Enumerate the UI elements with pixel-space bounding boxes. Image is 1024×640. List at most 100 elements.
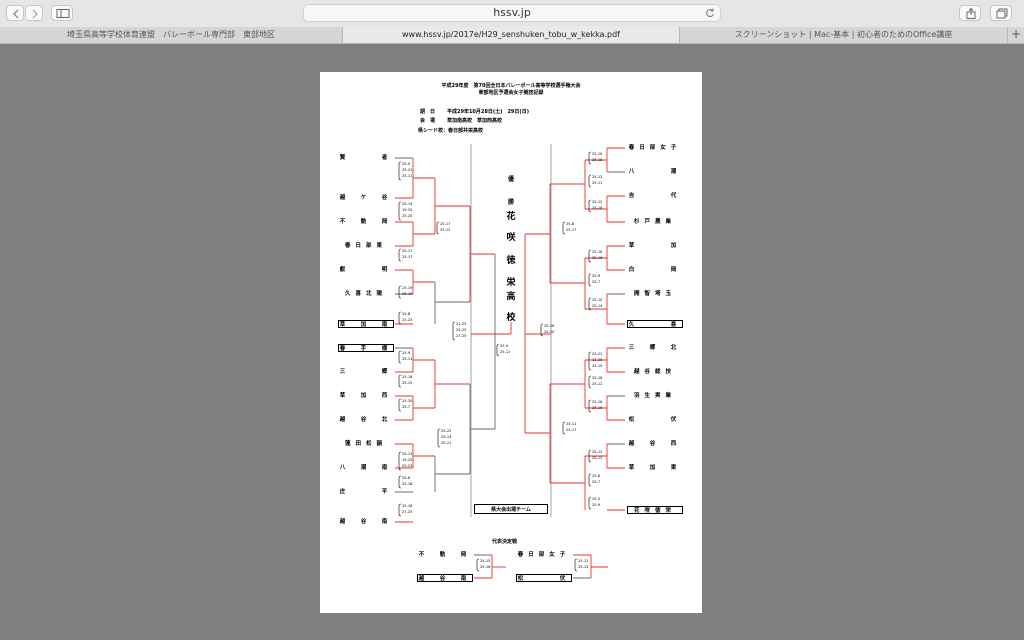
set-score: 27-25 <box>402 510 413 514</box>
set-score: 27-25 <box>456 334 467 338</box>
set-score: 25-17 <box>440 222 451 226</box>
champion-char: 栄 <box>506 278 516 288</box>
set-score: 25-23 <box>402 318 413 322</box>
score-brace <box>452 321 456 341</box>
set-score: 25-13 <box>578 565 589 569</box>
playoff-team: 松 伏 <box>516 574 572 582</box>
set-score: 25-16 <box>402 504 413 508</box>
set-score: 25-11 <box>500 350 511 354</box>
set-score: 25-12 <box>592 200 603 204</box>
browser-toolbar: hssv.jp <box>0 0 1024 28</box>
left-team-name: 蓮田松韻 <box>344 441 387 447</box>
set-score: 25-9 <box>592 503 601 507</box>
doc-subtitle: 東部地区予選会女子競技記録 <box>478 90 544 96</box>
set-score: 25-11 <box>566 422 577 426</box>
score-brace <box>398 503 402 517</box>
set-score: 25-18 <box>592 206 603 210</box>
set-score: 25-16 <box>592 250 603 254</box>
right-team-name: 羽生実業 <box>633 393 676 399</box>
right-team-name: 久 喜 <box>627 320 683 328</box>
new-tab-button[interactable]: + <box>1010 27 1022 41</box>
set-score: 25-16 <box>480 565 491 569</box>
address-bar[interactable]: hssv.jp <box>303 4 721 22</box>
set-score: 25-21 <box>402 168 413 172</box>
reload-icon[interactable] <box>704 7 716 19</box>
set-score: 25-18 <box>592 158 603 162</box>
score-brace <box>588 199 592 213</box>
set-score: 25-19 <box>402 286 413 290</box>
sidebar-icon <box>56 9 70 18</box>
score-brace <box>398 398 402 412</box>
right-team-name: 杉戸農業 <box>633 219 676 225</box>
tab-office-course[interactable]: スクリーンショット | Mac-基本 | 初心者のためのOffice講座 <box>680 27 1008 43</box>
right-team-name: 八 潮 <box>628 169 682 175</box>
set-score: 25-12 <box>592 450 603 454</box>
pdf-page: 平成29年度 第70回全日本バレーボール高等学校選手権大会 東部地区予選会女子競… <box>320 72 702 613</box>
score-brace <box>588 151 592 165</box>
score-brace <box>496 343 500 357</box>
score-brace <box>562 421 566 435</box>
champion-char: 高 <box>506 292 516 302</box>
right-team-name: 春日部女子 <box>628 145 682 151</box>
set-score: 25-16 <box>592 400 603 404</box>
left-team-name: 庄 平 <box>339 489 393 495</box>
score-brace <box>398 201 402 221</box>
tab-pdf-active[interactable]: www.hssv.jp/2017e/H29_senshuken_tobu_w_k… <box>343 27 680 43</box>
playoff-team: 春日部女子 <box>517 552 571 558</box>
set-score: 25-7 <box>402 405 411 409</box>
set-score: 25-12 <box>592 456 603 460</box>
set-score: 25-11 <box>402 174 413 178</box>
share-button[interactable] <box>959 5 981 21</box>
score-brace <box>398 350 402 364</box>
champion-char: 徳 <box>506 256 516 266</box>
score-brace <box>398 161 402 181</box>
set-score: 25-6 <box>592 474 601 478</box>
score-brace <box>476 558 480 572</box>
qualifier-label: 県大会出場チーム <box>474 504 548 514</box>
set-score: 25-11 <box>402 357 413 361</box>
tab-hssv-home[interactable]: 埼玉県高等学校体育連盟 バレーボール専門部 東部地区 <box>0 27 343 43</box>
right-team-name: 草 加 <box>628 243 682 249</box>
set-score: 25-18 <box>402 482 413 486</box>
left-team-name: 越 谷 南 <box>339 519 393 525</box>
doc-title: 平成29年度 第70回全日本バレーボール高等学校選手権大会 <box>441 83 581 89</box>
champion-label-1: 優 <box>507 176 514 183</box>
back-button[interactable] <box>6 5 24 21</box>
score-brace <box>588 297 592 311</box>
left-team-name: 叡 明 <box>339 267 393 273</box>
set-score: 25-8 <box>402 312 411 316</box>
score-brace <box>588 249 592 263</box>
score-brace <box>588 375 592 389</box>
set-score: 25-14 <box>592 304 603 308</box>
score-brace <box>398 285 402 299</box>
set-score: 25-9 <box>402 351 411 355</box>
set-score: 25-12 <box>440 228 451 232</box>
set-score: 25-22 <box>456 328 467 332</box>
date-value: 平成29年10月28日(土) 29日(日) <box>447 109 529 115</box>
champion-char: 校 <box>506 313 516 323</box>
set-score: 25-18 <box>402 375 413 379</box>
champion-label-2: 勝 <box>507 199 514 206</box>
right-team-name: 白 岡 <box>628 267 682 273</box>
sidebar-button[interactable] <box>51 5 73 21</box>
left-team-name: 草 加 南 <box>338 320 394 328</box>
tabs-overview-button[interactable] <box>990 5 1012 21</box>
right-team-name: 越 谷 西 <box>628 441 682 447</box>
score-brace <box>398 248 402 262</box>
set-score: 25-21 <box>441 441 452 445</box>
set-score: 25-17 <box>402 255 413 259</box>
score-brace <box>398 311 402 325</box>
set-score: 25-20 <box>402 399 413 403</box>
score-brace <box>398 374 402 388</box>
set-score: 25-16 <box>592 406 603 410</box>
set-score: 25-16 <box>592 376 603 380</box>
set-score: 25-9 <box>402 162 411 166</box>
forward-icon <box>32 9 38 19</box>
forward-button[interactable] <box>25 5 43 21</box>
venue-value: 草加南高校 草加西高校 <box>447 118 503 124</box>
left-team-name: 賢 者 <box>339 155 393 161</box>
playoff-team: 越 谷 南 <box>417 574 473 582</box>
set-score: 25-20 <box>544 330 555 334</box>
score-brace <box>588 399 592 413</box>
set-score: 25-15 <box>480 559 491 563</box>
